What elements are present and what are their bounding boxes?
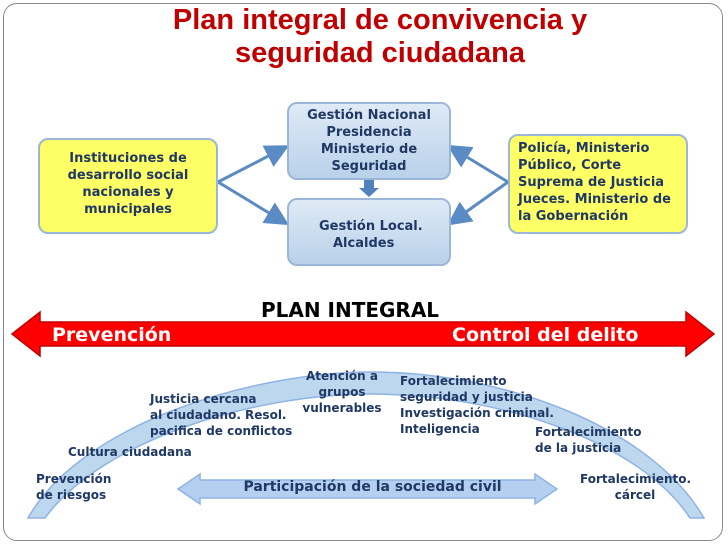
- slide-title: Plan integral de convivencia y seguridad…: [80, 4, 680, 70]
- nacional-line-2: Presidencia: [326, 125, 412, 140]
- carcel-label: Fortalecimiento. cárcel: [580, 471, 692, 503]
- title-line-1: Plan integral de convivencia y: [172, 4, 588, 36]
- cultura-ciudadana-label: Cultura ciudadana: [68, 445, 192, 459]
- nacional-line-4: Seguridad: [331, 159, 407, 174]
- atencion-line-1: Atención a: [306, 369, 378, 383]
- riesgos-line-1: Prevención: [36, 472, 112, 486]
- atencion-line-3: vulnerables: [302, 401, 382, 415]
- atencion-grupos-label: Atención a grupos vulnerables: [300, 368, 384, 416]
- instituciones-line-2: desarrollo social: [67, 168, 189, 183]
- prevencion-label: Prevención: [52, 324, 172, 346]
- riesgos-line-2: de riesgos: [36, 488, 107, 502]
- justicia-line-1: Justicia cercana: [150, 392, 257, 406]
- justicia-cercana-label: Justicia cercana al ciudadano. Resol. pa…: [150, 391, 292, 439]
- fort-seg-line-3: Investigación criminal.: [400, 406, 554, 420]
- carcel-line-1: Fortalecimiento.: [580, 472, 692, 486]
- prevencion-riesgos-label: Prevención de riesgos: [36, 471, 111, 503]
- policia-line-1: Policía, Ministerio: [518, 141, 650, 156]
- gestion-nacional-box: Gestión Nacional Presidencia Ministerio …: [287, 102, 451, 180]
- fort-seg-line-2: seguridad y justicia: [400, 390, 533, 404]
- instituciones-line-3: nacionales y: [82, 185, 174, 200]
- instituciones-box: Instituciones de desarrollo social nacio…: [38, 138, 218, 234]
- participacion-arrow: [176, 472, 559, 506]
- policia-line-4: Jueces. Ministerio de: [518, 192, 671, 207]
- nacional-line-1: Gestión Nacional: [307, 108, 431, 123]
- down-arrow-icon: [359, 180, 379, 197]
- policia-box: Policía, Ministerio Público, Corte Supre…: [508, 134, 688, 234]
- nacional-line-3: Ministerio de: [320, 142, 418, 157]
- title-line-2: seguridad ciudadana: [234, 37, 526, 69]
- participacion-label: Participación de la sociedad civil: [243, 479, 502, 495]
- atencion-line-2: grupos: [318, 385, 366, 399]
- policia-line-3: Suprema de Justicia: [518, 175, 665, 190]
- local-line-1: Gestión Local.: [319, 219, 423, 234]
- control-delito-label: Control del delito: [452, 324, 639, 346]
- gestion-local-box: Gestión Local. Alcaldes: [287, 198, 451, 266]
- justicia-line-2: al ciudadano. Resol.: [150, 408, 287, 422]
- fort-just-line-2: de la justicia: [535, 441, 622, 455]
- justicia-line-3: pacifica de conflictos: [150, 424, 293, 438]
- instituciones-line-1: Instituciones de: [69, 151, 187, 166]
- plan-integral-arrow: [10, 310, 716, 358]
- arrow-to-nacional-right: [446, 144, 509, 184]
- slide-frame: [3, 3, 723, 541]
- arrow-to-local-right: [447, 180, 509, 226]
- carcel-line-2: cárcel: [614, 488, 656, 502]
- policia-line-5: la Gobernación: [518, 209, 629, 224]
- fortalecimiento-justicia-label: Fortalecimiento de la justicia: [535, 424, 641, 456]
- fort-seg-line-4: Inteligencia: [400, 422, 480, 436]
- local-line-2: Alcaldes: [333, 236, 395, 251]
- arrow-to-nacional-left: [217, 145, 290, 184]
- plan-integral-title: PLAN INTEGRAL: [260, 298, 440, 322]
- policia-line-2: Público, Corte: [518, 158, 622, 173]
- arc-band: [26, 371, 706, 519]
- fort-seg-line-1: Fortalecimiento: [400, 374, 507, 388]
- arrow-to-local-left: [217, 180, 290, 226]
- fortalecimiento-seguridad-label: Fortalecimiento seguridad y justicia Inv…: [400, 373, 554, 437]
- fort-just-line-1: Fortalecimiento: [535, 425, 642, 439]
- instituciones-line-4: municipales: [84, 202, 172, 217]
